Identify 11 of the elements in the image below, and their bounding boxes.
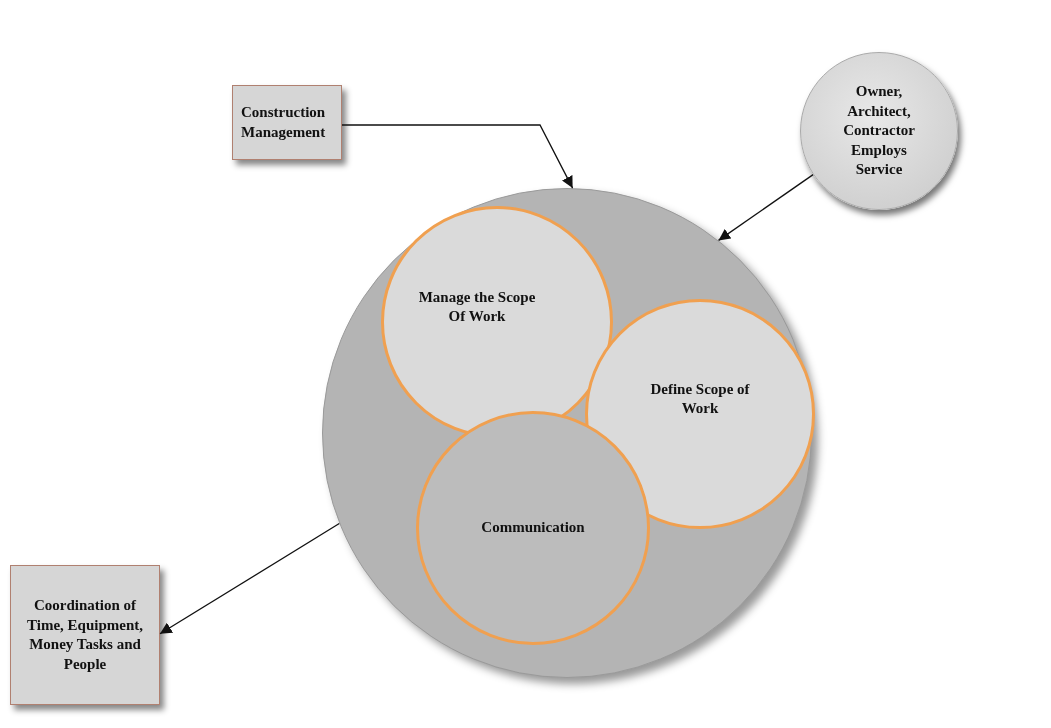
- process-box: [10, 565, 160, 705]
- node-text: Define Scope of Work: [649, 379, 751, 418]
- process-box: [232, 85, 342, 160]
- arrow: [717, 173, 814, 242]
- node-text: Manage the Scope Of Work: [417, 287, 537, 326]
- node-text: Communication: [481, 518, 585, 538]
- node-text: Construction Management: [241, 103, 327, 142]
- node-text: Owner, Architect, Contractor Employs Service: [842, 82, 916, 180]
- arrow: [341, 124, 574, 189]
- node-text: Coordination of Time, Equipment, Money Tasks and People: [26, 596, 144, 674]
- arrow: [159, 522, 340, 635]
